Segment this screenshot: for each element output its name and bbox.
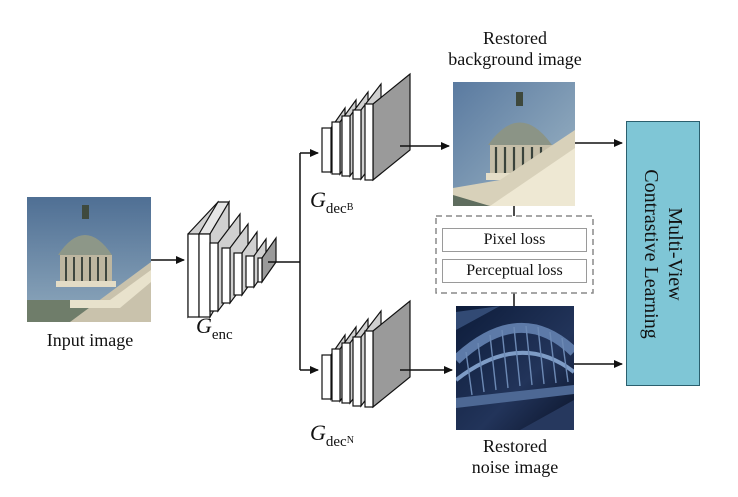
restored-background-label-line2: background image xyxy=(448,48,582,69)
mvcl-line2: Contrastive Learning xyxy=(640,168,662,339)
encoder-blocks xyxy=(187,199,277,320)
connectors xyxy=(151,139,623,374)
restored-noise-label-line2: noise image xyxy=(471,456,559,477)
g-enc-subscript: enc xyxy=(211,327,233,343)
g-dec-b-subsub: B xyxy=(346,202,354,213)
input-image-photo xyxy=(27,197,151,322)
restored-noise-label-line1: Restored xyxy=(483,436,547,456)
mvcl-line1: Multi-View xyxy=(664,206,686,301)
g-dec-n-letter: G xyxy=(310,420,326,445)
restored-background-photo xyxy=(453,82,575,206)
g-enc-symbol: Genc xyxy=(196,313,233,344)
loss-dashed-box xyxy=(435,215,594,294)
pixel-loss-box: Pixel loss xyxy=(442,228,587,252)
g-dec-b-subscript: dec xyxy=(325,201,347,217)
g-dec-n-subsub: N xyxy=(346,435,354,446)
g-dec-n-subscript: dec xyxy=(325,434,347,450)
g-dec-b-symbol: GdecB xyxy=(310,187,353,218)
g-enc-letter: G xyxy=(196,313,212,338)
decoder-n-blocks xyxy=(321,299,411,409)
decoder-b-blocks xyxy=(321,72,411,182)
restored-background-label-line1: Restored xyxy=(483,28,547,48)
input-image-label: Input image xyxy=(46,330,134,350)
restored-background-label: Restored background image xyxy=(420,28,610,69)
multi-view-contrastive-learning-box: Multi-View Contrastive Learning xyxy=(626,121,700,386)
mvcl-text: Multi-View Contrastive Learning xyxy=(639,169,687,338)
g-dec-n-symbol: GdecN xyxy=(310,420,354,451)
g-dec-b-letter: G xyxy=(310,187,326,212)
perceptual-loss-box: Perceptual loss xyxy=(442,259,587,283)
restored-noise-label: Restored noise image xyxy=(430,436,600,477)
restored-noise-photo xyxy=(456,306,574,430)
